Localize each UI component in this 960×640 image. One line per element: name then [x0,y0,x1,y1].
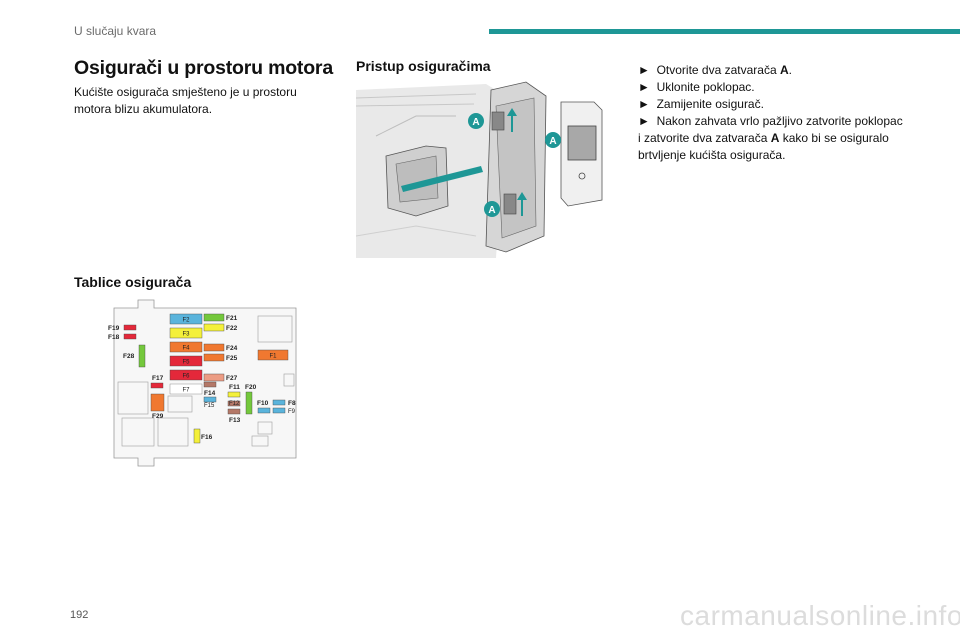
callout-a-bottom [484,201,500,217]
svg-text:F2: F2 [182,318,190,324]
svg-text:F11: F11 [229,384,240,391]
steps-list: ► Otvorite dva zatvarača A. ► Uklonite p… [638,62,908,164]
callout-a-right [545,132,561,148]
svg-text:F14: F14 [204,390,216,397]
svg-text:F3: F3 [182,332,190,338]
svg-text:F1: F1 [269,354,277,360]
access-title: Pristup osiguračima [356,58,491,74]
svg-text:F17: F17 [152,375,164,382]
engine-compartment-illustration: A A A [356,76,611,258]
svg-text:F4: F4 [182,346,190,352]
svg-text:F12: F12 [229,401,240,407]
svg-text:F16: F16 [201,434,213,441]
svg-text:F10: F10 [257,400,269,407]
svg-text:F22: F22 [226,325,238,332]
svg-text:F28: F28 [123,353,135,360]
step-item: ► Otvorite dva zatvarača A. [638,63,792,77]
step-item: ► Zamijenite osigurač. [638,97,764,111]
svg-text:F25: F25 [226,355,238,362]
svg-text:F8: F8 [288,400,296,407]
svg-text:A: A [472,117,479,128]
svg-text:F18: F18 [108,334,120,341]
watermark: carmanualsonline.info [680,600,960,631]
intro-text: Kućište osigurača smješteno je u prostor… [74,85,297,116]
step-item: ► Uklonite poklopac. [638,80,755,94]
page-number: 192 [70,609,89,621]
svg-text:F7: F7 [182,388,190,394]
svg-text:F15: F15 [204,403,215,409]
svg-text:F19: F19 [108,325,120,332]
svg-text:A: A [488,205,495,216]
svg-text:F21: F21 [226,315,238,322]
tables-title: Tablice osigurača [74,274,192,290]
svg-text:F27: F27 [226,375,238,382]
main-title: Osigurači u prostoru motora [74,57,333,79]
svg-text:F13: F13 [229,417,241,424]
fuse-box-diagram: F2 F3 F4 F5 F6 F7 F21 F22 F24 F25 F27 F1… [108,298,300,470]
callout-a-top [468,113,484,129]
svg-text:F5: F5 [182,360,190,366]
section-title: U slučaju kvara [74,24,157,38]
svg-text:A: A [549,136,556,147]
svg-text:F9: F9 [288,409,296,415]
header-accent-bar [489,29,960,34]
svg-text:F29: F29 [152,413,164,420]
step-item: ► Nakon zahvata vrlo pažljivo zatvorite … [638,114,903,162]
svg-text:F20: F20 [245,384,257,391]
svg-text:F6: F6 [182,374,190,380]
svg-text:F24: F24 [226,345,238,352]
